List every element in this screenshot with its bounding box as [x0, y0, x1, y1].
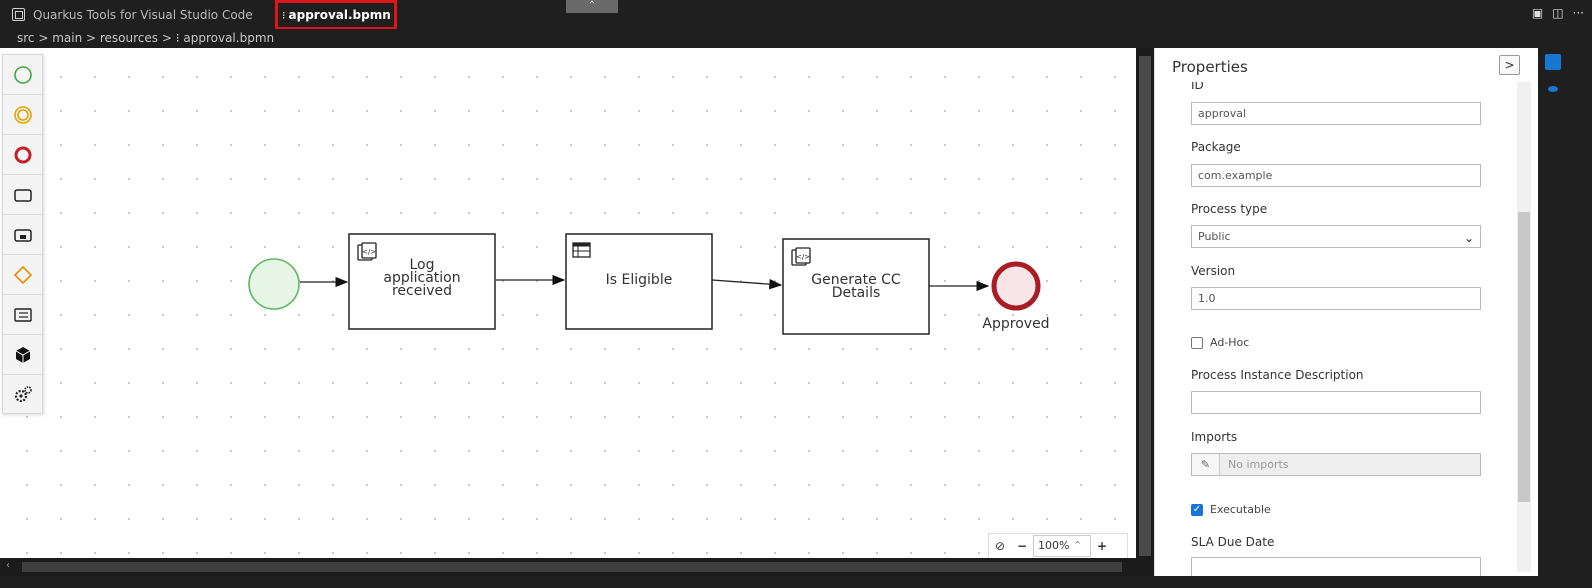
intermediate-event-icon	[14, 106, 32, 124]
panel-scrollbar[interactable]	[1517, 82, 1531, 572]
label-line: Generate CC	[811, 272, 901, 288]
palette-task[interactable]	[3, 175, 44, 215]
properties-icon[interactable]	[1545, 54, 1561, 70]
gears-icon	[14, 386, 32, 403]
tab-bar: Quarkus Tools for Visual Studio Code ⁝ a…	[0, 0, 1592, 30]
id-field[interactable]: approval	[1191, 102, 1481, 125]
zoom-out-button[interactable]: −	[1016, 539, 1028, 553]
cube-icon	[15, 347, 31, 363]
palette-data-object[interactable]	[3, 335, 44, 375]
start-event-icon	[14, 66, 32, 84]
process-type-select[interactable]: Public ⌄	[1191, 225, 1481, 248]
checkbox-icon[interactable]	[1191, 336, 1203, 349]
lane-icon	[14, 308, 32, 322]
bpmn-diagram: </> </>	[248, 233, 1041, 335]
svg-text:</>: </>	[362, 248, 376, 256]
canvas-horizontal-scrollbar[interactable]: ‹	[0, 558, 1136, 576]
sequence-flow[interactable]	[711, 278, 783, 290]
imports-field[interactable]: ✎ No imports	[1191, 453, 1481, 476]
more-actions-icon[interactable]: ···	[1572, 6, 1584, 20]
end-event-icon	[14, 146, 32, 164]
package-field[interactable]: com.example	[1191, 164, 1481, 187]
breadcrumb: src > main > resources > ⁝ approval.bpmn	[0, 29, 1592, 48]
label-line: Is Eligible	[605, 272, 673, 288]
scroll-left-icon[interactable]: ‹	[6, 560, 10, 571]
scroll-thumb[interactable]	[1139, 56, 1151, 556]
collapse-panel-button[interactable]: ⌃	[566, 0, 618, 13]
breadcrumb-file[interactable]: approval.bpmn	[183, 31, 275, 45]
sla-due-date-label: SLA Due Date	[1191, 535, 1275, 549]
edit-icon[interactable]: ✎	[1192, 454, 1220, 475]
palette-gateway[interactable]	[3, 255, 44, 295]
zoom-controls: ⊘ − 100% ⌃ +	[988, 533, 1128, 559]
id-label: ID	[1191, 82, 1204, 92]
label-line: Details	[831, 285, 881, 301]
scroll-thumb[interactable]	[22, 562, 1122, 572]
shape-palette	[2, 54, 44, 415]
status-bar	[0, 576, 1592, 588]
canvas-vertical-scrollbar[interactable]	[1136, 48, 1154, 576]
palette-intermediate-event[interactable]	[3, 95, 44, 135]
tab-label: approval.bpmn	[288, 8, 391, 22]
palette-custom-tasks[interactable]	[3, 375, 44, 415]
instance-description-field[interactable]	[1191, 391, 1481, 414]
executable-label: Executable	[1210, 503, 1271, 516]
subprocess-icon	[14, 229, 32, 242]
task-label: Log application received	[349, 257, 495, 299]
sla-due-date-field[interactable]	[1191, 557, 1481, 576]
zoom-in-button[interactable]: +	[1096, 539, 1108, 553]
palette-lane[interactable]	[3, 295, 44, 335]
version-field[interactable]: 1.0	[1191, 287, 1481, 310]
imports-placeholder: No imports	[1228, 458, 1289, 471]
palette-start-event[interactable]	[3, 55, 44, 95]
task-label: Generate CC Details	[783, 272, 929, 301]
tab-approval-bpmn[interactable]: ⁝ approval.bpmn	[275, 0, 397, 30]
executable-checkbox[interactable]: ✓ Executable	[1191, 503, 1271, 516]
scroll-thumb[interactable]	[1518, 212, 1530, 502]
checkbox-checked-icon[interactable]: ✓	[1191, 503, 1203, 516]
instance-description-label: Process Instance Description	[1191, 368, 1364, 382]
gateway-icon	[13, 265, 33, 285]
chevron-down-icon: ⌄	[1463, 231, 1474, 245]
label-line: received	[391, 283, 453, 299]
script-task-icon: </>	[791, 247, 811, 266]
bpmn-file-icon: ⁝	[175, 31, 180, 45]
svg-text:</>: </>	[796, 253, 810, 261]
open-preview-icon[interactable]: ▣	[1531, 6, 1544, 20]
breadcrumb-path[interactable]: src > main > resources >	[17, 31, 176, 45]
process-type-value: Public	[1198, 230, 1231, 243]
reset-zoom-icon[interactable]: ⊘	[994, 539, 1006, 553]
version-label: Version	[1191, 264, 1236, 278]
tab-quarkus-tools[interactable]: Quarkus Tools for Visual Studio Code	[6, 0, 268, 29]
properties-panel: Properties > ID approval Package com.exa…	[1154, 48, 1538, 576]
label-line: Log	[409, 257, 435, 273]
palette-end-event[interactable]	[3, 135, 44, 175]
task-label: Is Eligible	[566, 272, 712, 288]
split-editor-icon[interactable]: ◫	[1552, 6, 1564, 20]
panel-title: Properties	[1172, 58, 1248, 76]
extension-icon	[12, 8, 25, 21]
task-icon	[14, 189, 32, 202]
zoom-level[interactable]: 100% ⌃	[1033, 535, 1091, 557]
collapse-panel-button[interactable]: >	[1499, 55, 1520, 75]
imports-label: Imports	[1191, 430, 1238, 444]
adhoc-label: Ad-Hoc	[1210, 336, 1250, 349]
label-line: application	[383, 270, 461, 286]
business-rule-icon	[572, 242, 591, 258]
eye-icon[interactable]	[1548, 86, 1558, 92]
right-sidebar	[1538, 48, 1592, 576]
end-event-label: Approved	[982, 316, 1050, 332]
tab-label: Quarkus Tools for Visual Studio Code	[33, 7, 253, 22]
adhoc-checkbox[interactable]: Ad-Hoc	[1191, 336, 1249, 349]
process-type-label: Process type	[1191, 202, 1268, 216]
start-event[interactable]	[248, 258, 300, 310]
end-event[interactable]	[991, 261, 1041, 311]
package-label: Package	[1191, 140, 1241, 154]
palette-subprocess[interactable]	[3, 215, 44, 255]
file-icon: ⁝	[282, 8, 286, 22]
script-task-icon: </>	[357, 242, 377, 261]
zoom-level-value: 100%	[1038, 539, 1070, 552]
editor-actions: ▣ ◫ ···	[1532, 6, 1584, 20]
